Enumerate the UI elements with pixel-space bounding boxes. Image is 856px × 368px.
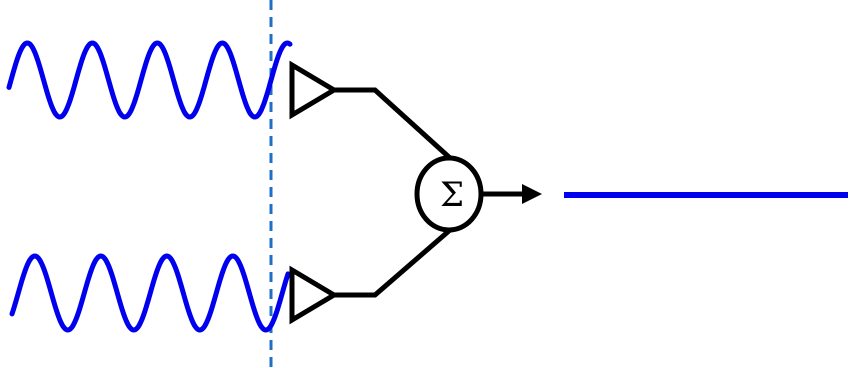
- top-incoming-wave: [6, 40, 293, 120]
- bottom-amplifier-triangle: [289, 265, 339, 325]
- top-amplifier-triangle: [289, 60, 339, 120]
- sigma-symbol: Σ: [440, 175, 464, 215]
- top-wire: [334, 87, 452, 160]
- bottom-incoming-wave: [9, 253, 291, 333]
- output-arrow-head: [522, 184, 542, 204]
- bottom-wire: [334, 228, 452, 298]
